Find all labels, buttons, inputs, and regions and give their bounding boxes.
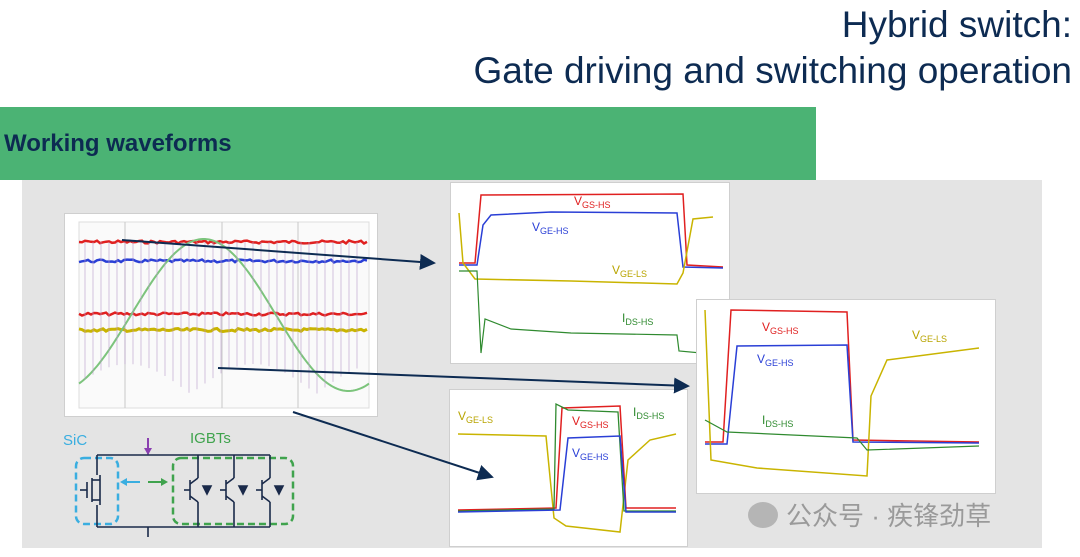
turn-off-series-ids-hs — [457, 402, 676, 512]
overview-waveform-panel — [64, 213, 378, 417]
turn-on-waveform-panel — [450, 182, 730, 364]
turn-on-waveform-chart — [458, 193, 724, 356]
page-title-line1: Hybrid switch: — [841, 4, 1072, 45]
label-vgs-hs-right: VGS-HS — [762, 320, 799, 336]
turn-on-series-vge-ls — [458, 212, 714, 285]
overview-waveform-chart — [78, 221, 370, 409]
overview-series-vge-ls — [78, 326, 368, 334]
turn-off-series-vge-hs — [457, 435, 676, 513]
label-vge-hs-bottom: VGE-HS — [572, 446, 609, 462]
label-vge-ls-top: VGE-LS — [612, 263, 648, 279]
sic-label: SiC — [63, 432, 88, 449]
label-vge-hs-right: VGE-HS — [757, 352, 794, 368]
steady-series-vgs-hs — [705, 309, 980, 443]
steady-series-ids-hs — [704, 419, 980, 451]
steady-waveform-panel — [696, 299, 996, 494]
label-vge-hs-top: VGE-HS — [532, 220, 569, 236]
igbt-label: IGBTs — [190, 430, 231, 447]
turn-off-series-vgs-hs — [457, 405, 676, 511]
wechat-icon — [748, 501, 778, 528]
watermark: 公众号 · 疾锋劲草 — [748, 496, 991, 533]
turn-off-waveform-chart — [457, 402, 677, 533]
label-ids-hs-top: IDS-HS — [622, 311, 654, 327]
watermark-text: 公众号 · 疾锋劲草 — [786, 501, 992, 531]
label-ids-hs-bottom: IDS-HS — [633, 405, 665, 421]
turn-off-series-vge-ls — [457, 433, 677, 533]
label-vge-ls-right: VGE-LS — [912, 328, 948, 344]
label-vge-ls-bottom: VGE-LS — [458, 409, 494, 425]
section-banner: Working waveforms — [0, 107, 816, 180]
steady-waveform-chart — [704, 309, 980, 477]
turn-on-series-ids-hs — [459, 270, 724, 356]
page-title-line2: Gate driving and switching operation — [473, 50, 1072, 91]
label-vgs-hs-bottom: VGS-HS — [572, 414, 609, 430]
label-vgs-hs-top: VGS-HS — [574, 194, 611, 210]
turn-on-series-vge-hs — [459, 211, 724, 269]
section-banner-label: Working waveforms — [4, 130, 232, 157]
overview-series-vgs-low — [78, 311, 368, 317]
steady-series-vge-ls — [704, 309, 980, 477]
turn-on-series-vgs-hs — [459, 193, 724, 268]
label-ids-hs-right: IDS-HS — [762, 413, 794, 429]
steady-series-vge-hs — [705, 344, 980, 445]
